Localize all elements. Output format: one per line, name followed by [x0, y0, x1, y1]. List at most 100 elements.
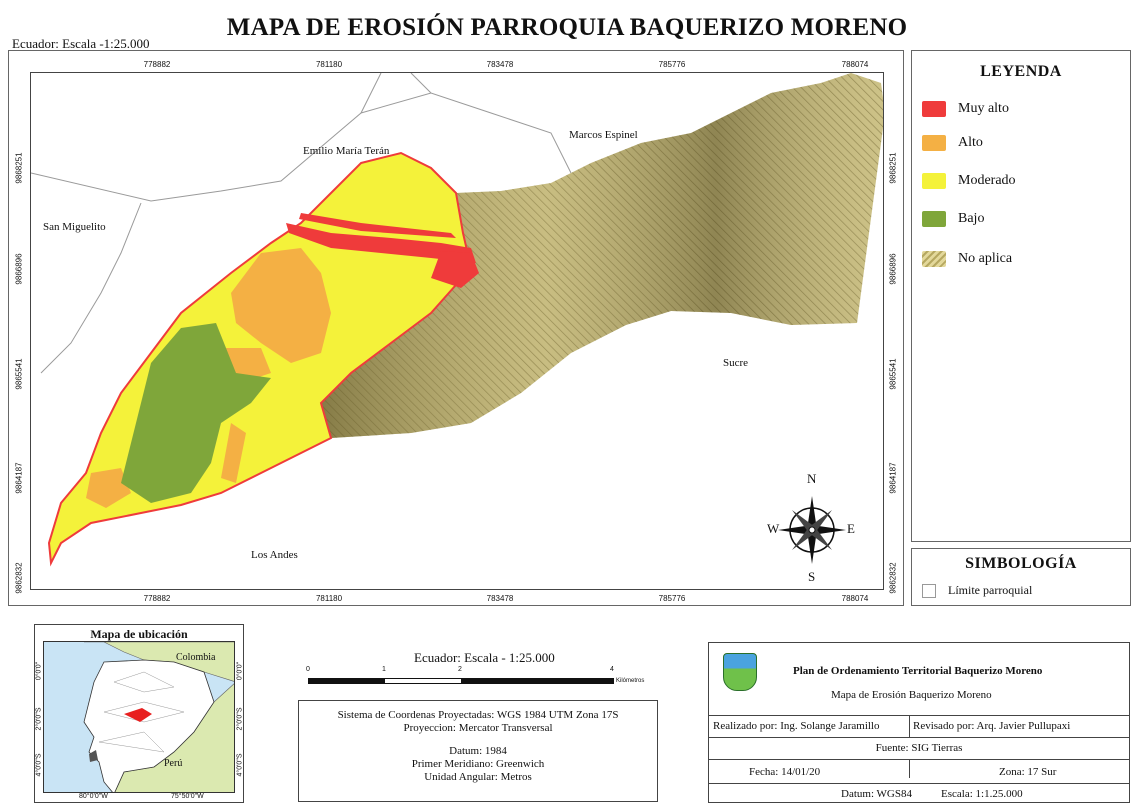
- coord-line: Sistema de Coordenas Proyectadas: WGS 19…: [337, 709, 619, 721]
- location-map-title: Mapa de ubicación: [90, 627, 188, 641]
- reviewed-by: Revisado por: Arq. Javier Pullupaxi: [913, 720, 1071, 732]
- swatch-alto: [922, 135, 946, 151]
- erosion-map-svg: [31, 73, 883, 567]
- x-coord-bottom: 783478: [486, 594, 514, 603]
- y-coord-left: 9865541: [14, 358, 24, 390]
- compass-w: W: [767, 521, 780, 536]
- lat-label: 0°0'0": [236, 661, 244, 681]
- symbology-label: Límite parroquial: [948, 583, 1033, 597]
- compass-s: S: [808, 569, 816, 584]
- legend-title: LEYENDA: [980, 63, 1062, 80]
- scale-top-label: Ecuador: Escala -1:25.000: [12, 36, 150, 51]
- legend-item: Alto: [922, 135, 983, 151]
- municipal-logo-icon: [723, 653, 757, 691]
- lat-label: 0°0'0": [35, 661, 43, 681]
- title-block: Plan de Ordenamiento Territorial Baqueri…: [708, 642, 1130, 803]
- title-block-row: Fecha: 14/01/20 Zona: 17 Sur: [709, 759, 1129, 781]
- legend-label: Bajo: [958, 211, 985, 226]
- location-map: Colombia Perú: [43, 641, 235, 793]
- place-label: San Miguelito: [43, 221, 106, 233]
- compass-n: N: [807, 471, 817, 486]
- scale-tick: 0: [306, 666, 310, 673]
- y-coord-left: 9862832: [14, 562, 24, 594]
- y-coord-left: 9864187: [14, 462, 24, 494]
- country-label: Perú: [164, 758, 183, 769]
- swatch-muy-alto: [922, 101, 946, 117]
- lat-label: 4°0'0"S: [35, 753, 43, 777]
- legend-item: No aplica: [922, 251, 1012, 267]
- map-outer-frame: [8, 50, 904, 606]
- map-title: MAPA DE EROSIÓN PARROQUIA BAQUERIZO MORE…: [226, 14, 908, 41]
- x-coord-bottom: 781180: [315, 594, 343, 603]
- legend-item: Muy alto: [922, 101, 1009, 117]
- place-label: Los Andes: [251, 549, 298, 561]
- title-block-row: Datum: WGS84 Escala: 1:1.25.000: [709, 783, 1129, 804]
- y-coord-right: 9865541: [888, 358, 898, 390]
- source: Fuente: SIG Tierras: [875, 742, 963, 754]
- x-coord-top: 783478: [486, 60, 514, 69]
- zone: Zona: 17 Sur: [999, 766, 1057, 778]
- scale-unit: Kilómetros: [616, 678, 645, 684]
- legend-item: Bajo: [922, 211, 984, 227]
- parish-location-marker: [124, 708, 152, 722]
- symbology-title: SIMBOLOGÍA: [965, 555, 1077, 572]
- y-coord-right: 9864187: [888, 462, 898, 494]
- lat-label: 4°0'0"S: [236, 753, 244, 777]
- x-coord-top: 781180: [315, 60, 343, 69]
- alto-region: [231, 248, 331, 363]
- y-coord-right: 9862832: [888, 562, 898, 594]
- symbology-item: Límite parroquial: [922, 583, 1032, 598]
- y-coord-right: 9866896: [888, 253, 898, 285]
- coord-line: Datum: 1984: [449, 745, 507, 757]
- coordinate-system-box: Sistema de Coordenas Proyectadas: WGS 19…: [298, 700, 658, 802]
- plan-subtitle: Mapa de Erosión Baquerizo Moreno: [831, 689, 992, 701]
- swatch-moderado: [922, 173, 946, 189]
- lat-label: 2°0'0"S: [35, 707, 43, 731]
- swatch-bajo: [922, 211, 946, 227]
- y-coord-left: 9866896: [14, 253, 24, 285]
- date: Fecha: 14/01/20: [749, 766, 821, 778]
- lon-label: 80°0'0"W: [79, 793, 108, 800]
- compass-rose-icon: N S W E: [767, 471, 857, 585]
- x-coord-bottom: 788074: [841, 594, 869, 603]
- country-label: Colombia: [176, 652, 216, 663]
- boundary-symbol-icon: [922, 583, 936, 598]
- scale-tick: 2: [458, 666, 462, 673]
- location-map-panel: Mapa de ubicación Colombia Perú 80°0'0"W…: [34, 624, 244, 803]
- place-label: Sucre: [723, 357, 749, 369]
- made-by: Realizado por: Ing. Solange Jaramillo: [713, 720, 880, 732]
- main-map[interactable]: San Miguelito Emilio María Terán Marcos …: [30, 72, 884, 590]
- plan-title: Plan de Ordenamiento Territorial Baqueri…: [793, 665, 1043, 677]
- compass-e: E: [847, 521, 855, 536]
- coord-line: Primer Meridiano: Greenwich: [411, 758, 545, 770]
- swatch-no-aplica: [922, 251, 946, 267]
- legend-label: No aplica: [958, 251, 1013, 266]
- title-block-row: Fuente: SIG Tierras: [709, 737, 1129, 759]
- legend-label: Muy alto: [958, 101, 1009, 116]
- legend-label: Moderado: [958, 173, 1016, 188]
- scale-bar: 0 1 2 4 Kilómetros: [300, 666, 680, 692]
- y-coord-right: 9868251: [888, 152, 898, 184]
- place-label: Marcos Espinel: [569, 129, 638, 141]
- coord-line: Unidad Angular: Metros: [424, 771, 532, 783]
- scale-tick: 1: [382, 666, 386, 673]
- title-block-row: Realizado por: Ing. Solange Jaramillo Re…: [709, 715, 1129, 738]
- scale-label: Ecuador: Escala - 1:25.000: [414, 650, 555, 665]
- legend-label: Alto: [958, 135, 983, 150]
- coord-line: Proyeccion: Mercator Transversal: [403, 722, 553, 734]
- x-coord-top: 788074: [841, 60, 869, 69]
- x-coord-bottom: 785776: [658, 594, 686, 603]
- bajo-region: [121, 323, 271, 503]
- datum: Datum: WGS84: [841, 788, 912, 800]
- symbology-panel: SIMBOLOGÍA Límite parroquial: [911, 548, 1131, 606]
- lon-label: 75°50'0"W: [171, 793, 204, 800]
- x-coord-bottom: 778882: [143, 594, 171, 603]
- legend-item: Moderado: [922, 173, 1016, 189]
- muy-alto-region: [286, 223, 476, 263]
- x-coord-top: 785776: [658, 60, 686, 69]
- legend-panel: LEYENDA Muy alto Alto Moderado Bajo No a…: [911, 50, 1131, 542]
- scale-tick: 4: [610, 666, 614, 673]
- scale: Escala: 1:1.25.000: [941, 788, 1023, 800]
- x-coord-top: 778882: [143, 60, 171, 69]
- lat-label: 2°0'0"S: [236, 707, 244, 731]
